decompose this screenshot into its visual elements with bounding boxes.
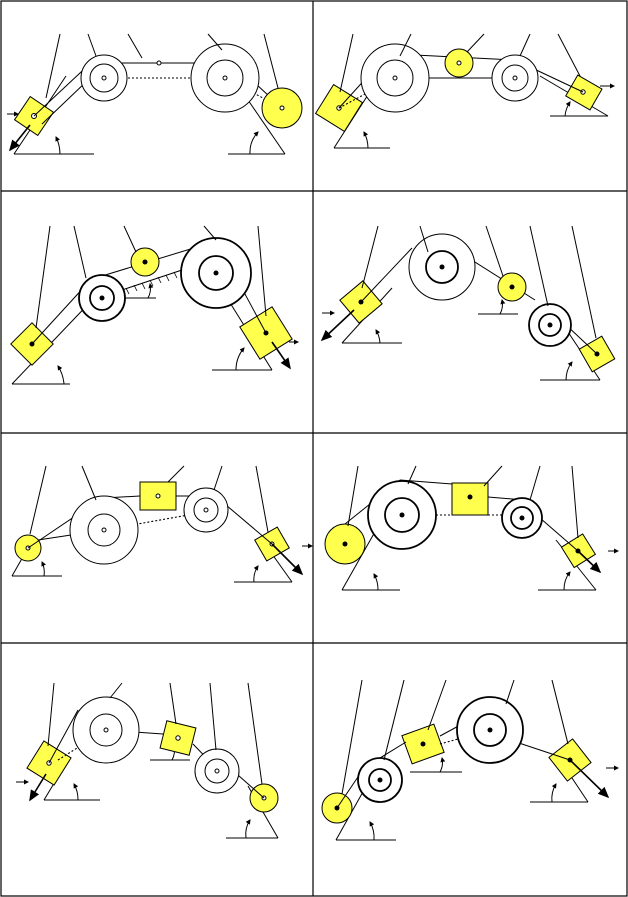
panel-2 <box>314 33 615 149</box>
panel-4 <box>320 225 616 381</box>
panel-7 <box>16 682 279 839</box>
panel-6 <box>324 465 619 591</box>
panel-1 <box>7 33 303 155</box>
panel-3 <box>10 225 299 385</box>
panel-8 <box>321 679 619 841</box>
panel-5 <box>11 465 313 583</box>
